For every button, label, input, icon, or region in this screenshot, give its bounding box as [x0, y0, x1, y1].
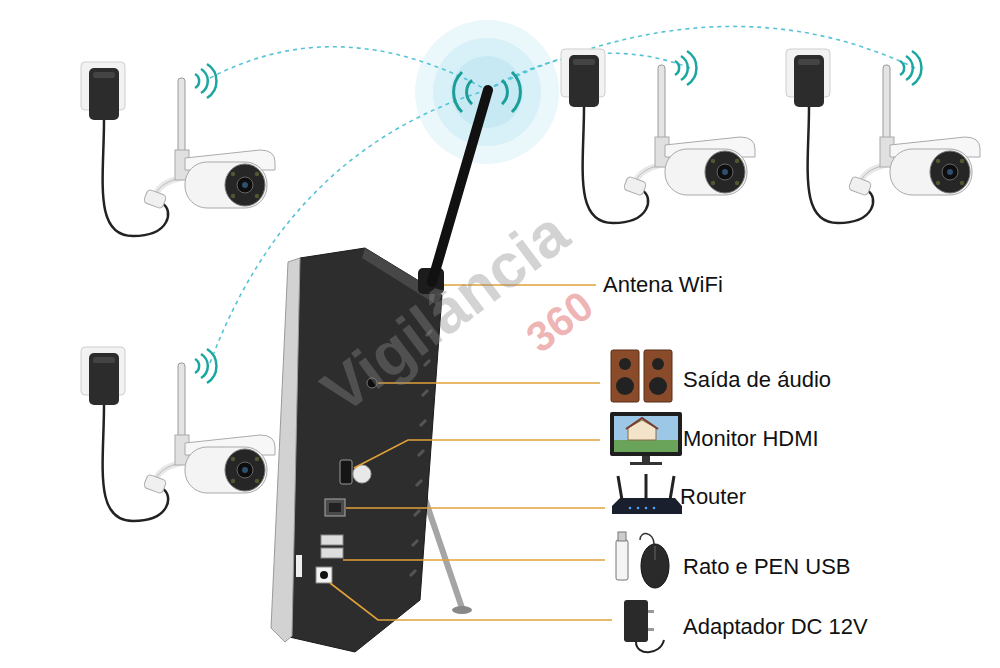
watermark: 360	[517, 282, 602, 363]
port-label: Rato e PEN USB	[683, 554, 851, 579]
port-label: Router	[680, 484, 746, 509]
part-label: Antena WiFi	[603, 272, 723, 297]
port-label: Saída de áudio	[683, 367, 831, 392]
port-label: Adaptador DC 12V	[683, 614, 868, 639]
port-label: Monitor HDMI	[683, 426, 819, 451]
